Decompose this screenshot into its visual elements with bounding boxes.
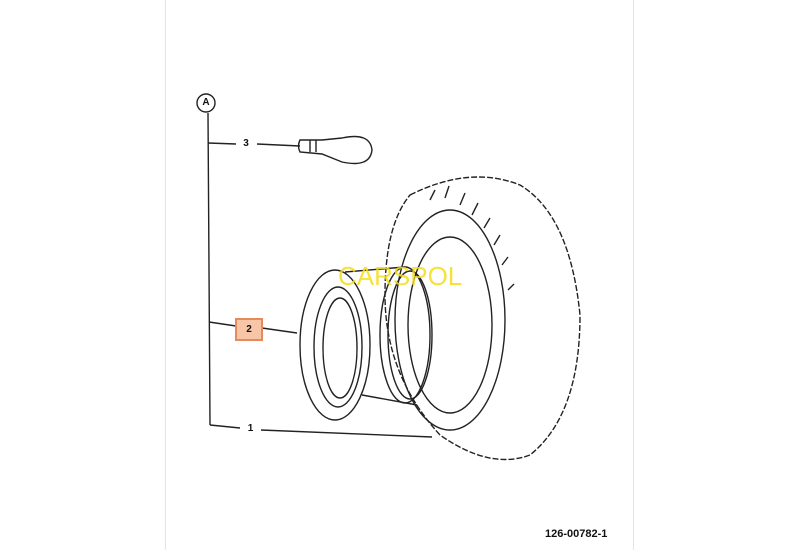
assembly-marker-circle	[196, 93, 216, 113]
callout-2-rim[interactable]: 2	[235, 318, 263, 341]
rim-drawing	[299, 266, 433, 421]
assembly-label: A	[202, 97, 210, 108]
valve-drawing	[297, 135, 373, 165]
callout-3-valve[interactable]: 3	[237, 138, 255, 151]
drawing-part-number: 126-00782-1	[545, 528, 608, 540]
leader-lines	[207, 112, 433, 438]
drawing-frame	[165, 0, 634, 550]
watermark: CARSPOL	[338, 261, 463, 291]
tyre-drawing	[384, 176, 581, 461]
callout-1-tyre[interactable]: 1	[241, 423, 260, 437]
